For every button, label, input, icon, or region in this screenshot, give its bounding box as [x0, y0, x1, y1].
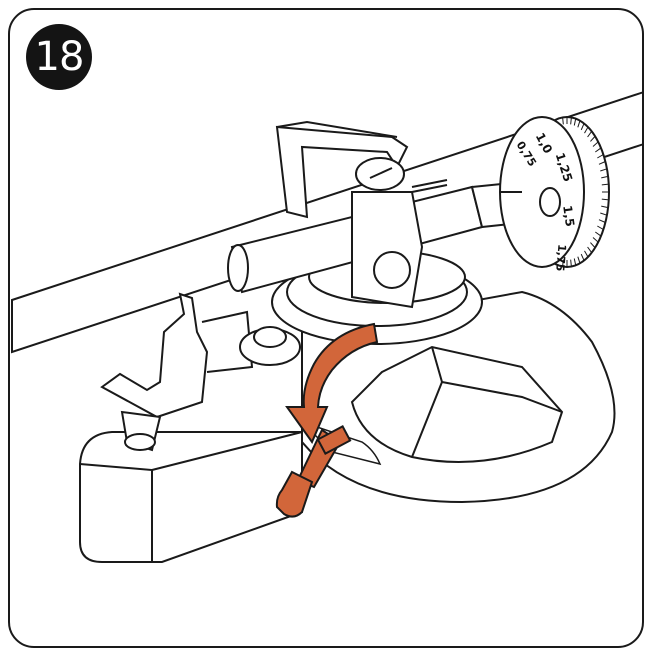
lock-pin-icon — [275, 425, 352, 518]
dial-knurling — [562, 117, 609, 267]
knurl-tick — [573, 258, 577, 266]
counterweight-dial — [499, 116, 610, 268]
knurl-tick — [580, 123, 585, 131]
illustration-frame: 0,75 1,0 1,25 1,5 1,75 — [8, 8, 644, 648]
knurl-tick — [577, 256, 581, 264]
pivot-housing — [271, 250, 483, 345]
knurl-tick — [592, 141, 599, 147]
knurl-tick — [584, 126, 589, 134]
knurl-tick — [600, 212, 608, 216]
knurl-tick — [587, 131, 593, 138]
knurl-tick — [573, 118, 577, 126]
dial-label-175: 1,75 — [553, 244, 568, 272]
knurl-tick — [584, 250, 589, 258]
knurl-tick — [570, 117, 572, 125]
step-number-badge: 18 — [26, 24, 92, 90]
knurl-tick — [598, 161, 606, 165]
base-plinth — [79, 431, 303, 563]
knurl-tick — [562, 259, 564, 267]
knurl-tick — [600, 168, 608, 172]
dial-label-15: 1,5 — [560, 205, 577, 228]
knurl-tick — [597, 154, 604, 159]
knurl-tick — [570, 259, 572, 267]
knurl-tick — [601, 175, 609, 179]
knurl-tick — [590, 242, 596, 249]
knurl-tick — [595, 147, 602, 153]
tonearm-illustration: 0,75 1,0 1,25 1,5 1,75 — [11, 91, 642, 563]
knurl-tick — [590, 135, 596, 142]
curved-arrow-counterclockwise-icon — [285, 322, 379, 445]
knurl-tick — [597, 225, 604, 230]
knurl-tick — [598, 219, 606, 223]
knurl-tick — [592, 237, 599, 243]
arm-rest-clip — [100, 292, 254, 452]
knurl-tick — [577, 120, 581, 128]
knurl-tick — [601, 183, 609, 186]
guide-lines — [301, 421, 382, 466]
knurl-tick — [601, 205, 609, 209]
knurl-tick — [595, 231, 602, 237]
gimbal-yoke — [275, 120, 448, 309]
knurl-tick — [601, 198, 609, 201]
anti-skate-knob — [239, 326, 301, 366]
knurl-tick — [580, 253, 585, 261]
knurl-tick — [587, 246, 593, 253]
knurl-tick — [562, 117, 564, 125]
